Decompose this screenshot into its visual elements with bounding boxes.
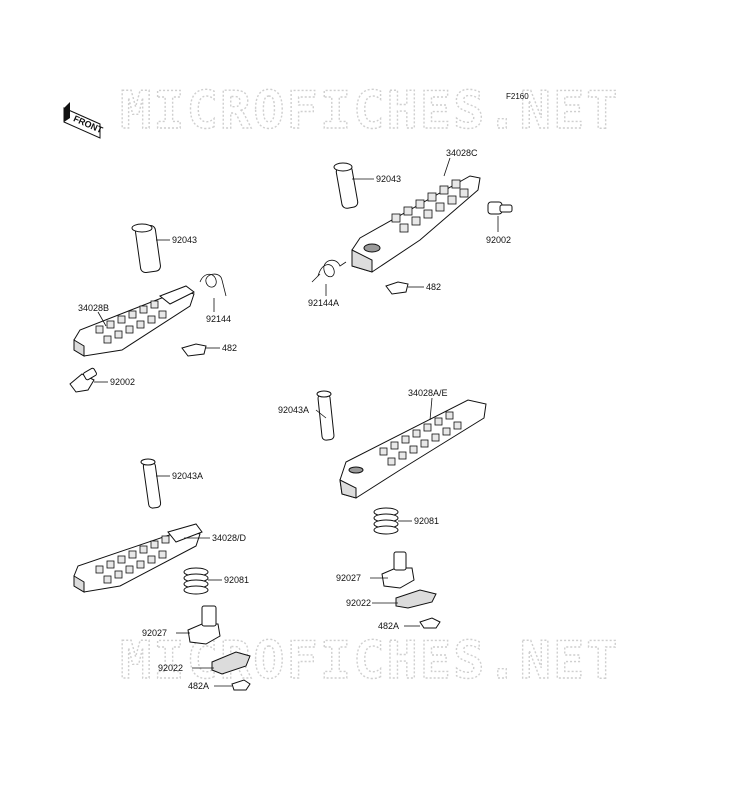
pin-92043-b [131,223,161,274]
spring-92144 [199,273,227,297]
pin-92043-a [333,162,359,209]
spring-92081-c [373,507,399,535]
pin-92043a-c [316,390,335,441]
label-92002-a: 92002 [486,235,511,245]
assembly-b: 92043 34028B 92144 482 92002 [69,223,237,393]
plate-482-b [181,343,207,357]
pin-92043a-d [140,458,162,509]
front-arrow-icon: FRONT [63,102,105,139]
label-92022-c: 92022 [346,598,371,608]
label-92027-c: 92027 [336,573,361,583]
bolt-92002-a [487,201,513,215]
label-34028b: 34028B [78,303,109,313]
assembly-a: 92043 34028C 92002 92144A 482 [308,148,513,308]
bracket-92027-c [381,551,415,589]
plate-482-a [385,281,409,295]
label-92043a-d: 92043A [172,471,203,481]
footpeg-34028d [73,523,203,593]
label-92022-d: 92022 [158,663,183,673]
spring-92081-d [183,567,209,595]
plate-482a-d [231,679,251,691]
footpeg-34028c [351,175,481,273]
watermark-top: MICROFICHES.NET [120,81,620,141]
label-92081-c: 92081 [414,516,439,526]
assembly-d: 92043A 34028/D 92081 92027 92022 482A [73,458,251,691]
footpeg-34028b [73,285,195,357]
spring-92144a [311,259,347,283]
assembly-c: 92043A 34028A/E 92081 92027 92022 482A [278,388,487,631]
label-34028d: 34028/D [212,533,247,543]
label-92144a: 92144A [308,298,339,308]
label-482-b: 482 [222,343,237,353]
bracket-92022-c [395,589,437,609]
label-92043-b: 92043 [172,235,197,245]
bolt-92002-b [69,367,97,393]
label-92002-b: 92002 [110,377,135,387]
label-92081-d: 92081 [224,575,249,585]
label-92043a-c: 92043A [278,405,309,415]
bracket-92027-d [187,605,221,645]
plate-482a-c [419,617,441,629]
label-92027-d: 92027 [142,628,167,638]
bracket-92022-d [211,651,251,675]
label-34028ae: 34028A/E [408,388,448,398]
label-482-a: 482 [426,282,441,292]
label-482a-c: 482A [378,621,399,631]
label-482a-d: 482A [188,681,209,691]
label-92043-a: 92043 [376,174,401,184]
figure-code: F2160 [506,92,529,101]
footpeg-34028ae [339,399,487,499]
label-92144: 92144 [206,314,231,324]
label-34028c: 34028C [446,148,478,158]
